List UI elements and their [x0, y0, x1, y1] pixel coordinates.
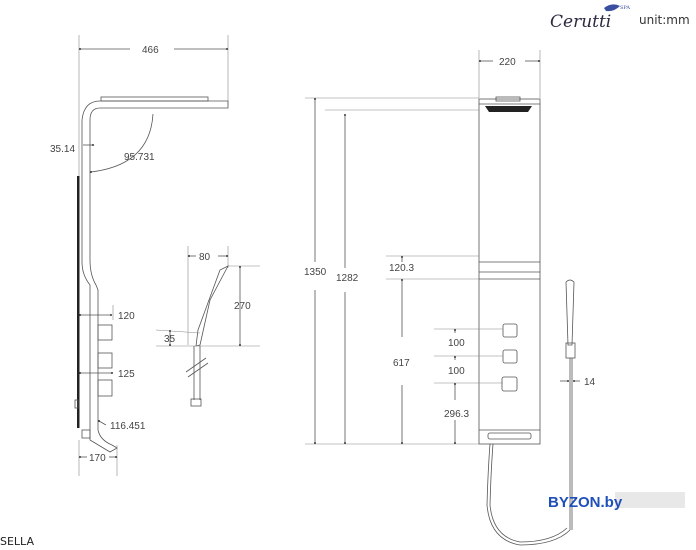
hand-shower-detail: 80 270 35 — [155, 246, 260, 407]
shower-panel — [478, 98, 541, 445]
knob — [501, 376, 518, 392]
model-name: SELLA — [0, 535, 34, 548]
dim-height-total: 1350 — [304, 267, 327, 278]
knob — [97, 324, 113, 341]
dim-angle-top: 95.731 — [124, 152, 155, 163]
dim-hand-width: 80 — [199, 252, 211, 263]
dim-knob-gap-2: 100 — [448, 366, 465, 377]
wall-mount-strip — [77, 176, 80, 428]
dim-angle-bottom: 116.451 — [110, 421, 146, 432]
unit-label: unit:mm — [639, 13, 690, 27]
side-view: 466 35.14 95.731 120 125 116.451 170 — [50, 35, 229, 476]
knob — [502, 323, 518, 338]
dim-band: 120.3 — [389, 263, 414, 274]
dim-knob-gap-1: 100 — [448, 338, 465, 349]
front-view: 220 1350 1282 120.3 617 100 — [304, 50, 596, 546]
dim-height-head: 1282 — [336, 273, 359, 284]
cerutti-logo: Cerutti SPA — [550, 4, 630, 32]
dim-knob-bottom: 296.3 — [444, 409, 469, 420]
dim-knob-depth-2: 125 — [118, 369, 135, 380]
dim-base-depth: 170 — [89, 453, 106, 464]
dim-offset: 35.14 — [50, 144, 75, 155]
dim-hose-diameter: 14 — [584, 377, 596, 388]
logo-text: Cerutti — [550, 12, 611, 32]
knob — [97, 352, 113, 369]
dim-width-total: 466 — [142, 45, 159, 56]
knob — [97, 379, 113, 397]
dim-holder: 35 — [164, 334, 176, 345]
dim-hand-height: 270 — [234, 301, 251, 312]
watermark: BYZON.by — [548, 494, 623, 511]
dim-knob-depth-1: 120 — [118, 311, 135, 322]
knob — [502, 349, 518, 364]
dim-front-width: 220 — [499, 57, 516, 68]
logo-sub: SPA — [620, 5, 630, 11]
dim-knob-zone: 617 — [393, 358, 410, 369]
